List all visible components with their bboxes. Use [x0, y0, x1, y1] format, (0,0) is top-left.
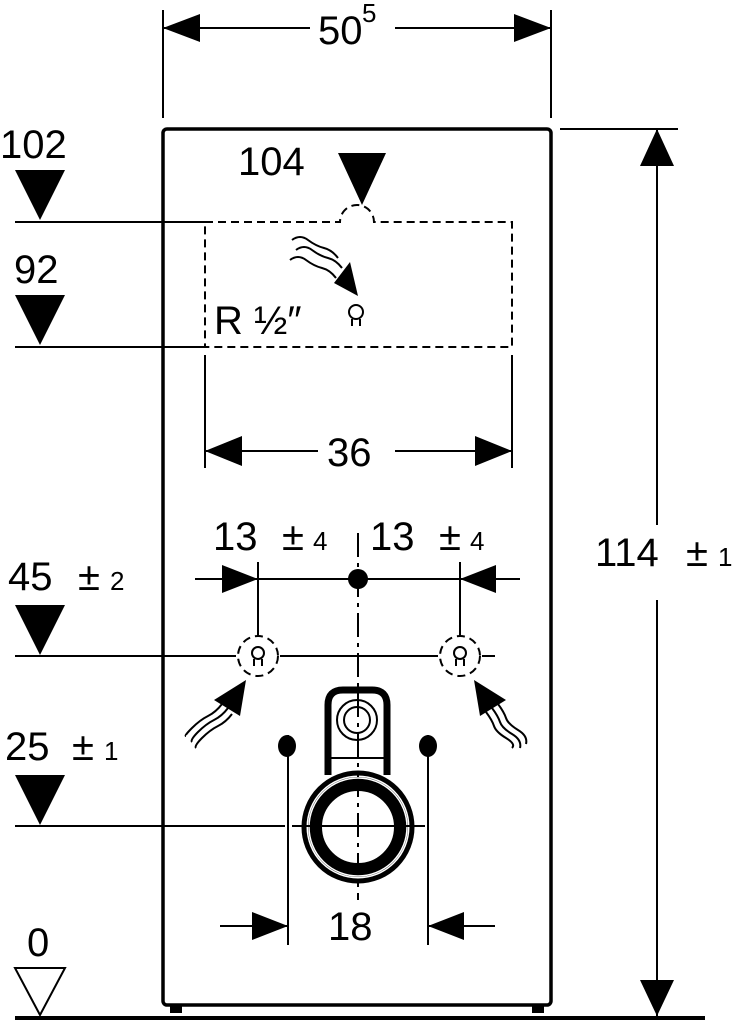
level-104: 104: [238, 140, 386, 205]
water-supply-zone: R ½″: [204, 204, 513, 348]
foot-left: [170, 1005, 182, 1013]
left-offset-label: 13: [213, 515, 258, 559]
level-marker-icon: [15, 170, 65, 220]
width-label: 50: [318, 9, 363, 53]
module-panel: [161, 127, 553, 1007]
width-superscript: 5: [362, 0, 376, 28]
connection-label: R ½″: [214, 299, 302, 343]
flow-arrow-icon: [334, 262, 358, 296]
level-25-tol: 1: [104, 736, 118, 766]
height-label: 114: [595, 531, 659, 575]
right-offset-sign: ±: [439, 515, 461, 559]
height-tol-sign: ±: [686, 531, 708, 575]
right-fitting-icon: [439, 635, 528, 749]
level-102-label: 102: [0, 123, 67, 167]
level-0: 0: [13, 921, 67, 1018]
height-tol: 1: [718, 542, 732, 572]
level-0-label: 0: [27, 921, 49, 965]
level-45: 45 ± 2: [8, 555, 495, 657]
level-25-sign: ±: [72, 725, 94, 769]
bolt-spacing-label: 18: [328, 905, 373, 949]
level-45-label: 45: [8, 555, 53, 599]
right-offset-tol: 4: [470, 526, 484, 556]
left-offset-sign: ±: [282, 515, 304, 559]
level-102: 102: [0, 123, 205, 223]
pipe-spacing-label: 36: [327, 431, 372, 475]
level-104-label: 104: [238, 140, 305, 184]
pipe-spacing-dimension: 36: [204, 355, 513, 475]
bolt-spacing-dimension: 18: [220, 905, 495, 949]
level-marker-icon: [15, 605, 65, 655]
level-marker-icon: [15, 775, 65, 825]
level-marker-icon: [15, 295, 65, 345]
left-offset-tol: 4: [313, 526, 327, 556]
level-45-sign: ±: [78, 555, 100, 599]
height-dimension: 114 ± 1: [560, 128, 732, 1016]
floor-level-marker-icon: [13, 967, 67, 1018]
wc-connection-icon: [301, 686, 415, 884]
width-dimension: 50 5: [162, 0, 552, 118]
right-offset-label: 13: [370, 515, 415, 559]
level-25-label: 25: [5, 725, 50, 769]
valve-icon: [348, 304, 364, 326]
level-92-label: 92: [14, 248, 59, 292]
foot-right: [532, 1005, 544, 1013]
level-25: 25 ± 1: [5, 725, 425, 827]
left-fitting-icon: [184, 635, 279, 749]
level-45-tol: 2: [110, 566, 124, 596]
level-92: 92: [14, 248, 205, 348]
level-marker-icon: [338, 153, 386, 205]
